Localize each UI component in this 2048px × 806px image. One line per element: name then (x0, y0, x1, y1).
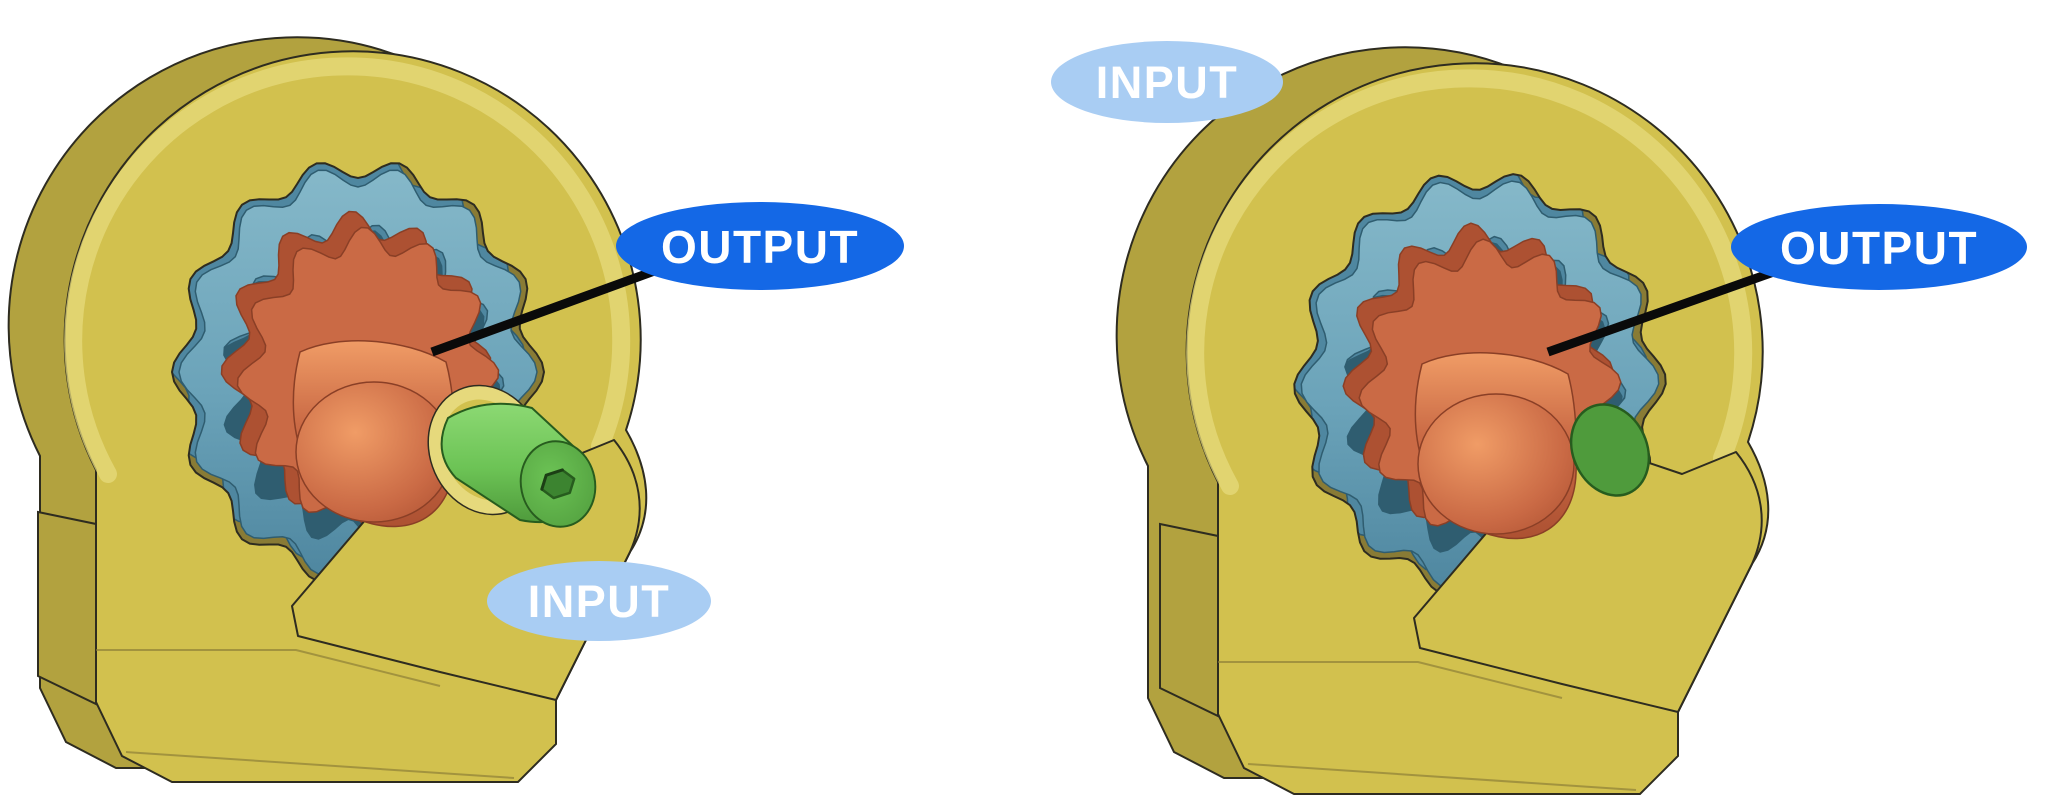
output-label-text: OUTPUT (1780, 222, 1978, 274)
output-badge-ellipse (1731, 204, 2027, 290)
output-shaft-face (1417, 393, 1575, 535)
output-label-right: OUTPUT (1731, 204, 2027, 290)
base-panel-line (1218, 661, 1637, 791)
input-badge-ellipse (1051, 41, 1283, 123)
support-bracket (1413, 435, 1763, 713)
input-label-right: INPUT (1051, 41, 1283, 123)
left-gearbox-view (7, 36, 648, 783)
input-shaft-flush-disc (1569, 403, 1651, 497)
right-gearbox-view (1115, 46, 1770, 795)
input-label-text: INPUT (528, 576, 671, 627)
input-label-left: INPUT (487, 561, 711, 641)
base-step (1159, 522, 1219, 718)
annotations: OUTPUT INPUT INPUT OUTPUT (430, 41, 2027, 641)
hex-socket (540, 468, 576, 500)
output-callout-line-right (1546, 257, 1804, 357)
input-label-text: INPUT (1096, 57, 1239, 108)
output-label-text: OUTPUT (661, 221, 859, 273)
base-panel-line (96, 649, 515, 779)
housing-rim-highlight (64, 57, 631, 483)
output-callout-line-left (430, 261, 670, 357)
output-label-left: OUTPUT (616, 202, 904, 290)
base-step (37, 510, 97, 706)
output-badge-ellipse (616, 202, 904, 290)
input-badge-ellipse (487, 561, 711, 641)
